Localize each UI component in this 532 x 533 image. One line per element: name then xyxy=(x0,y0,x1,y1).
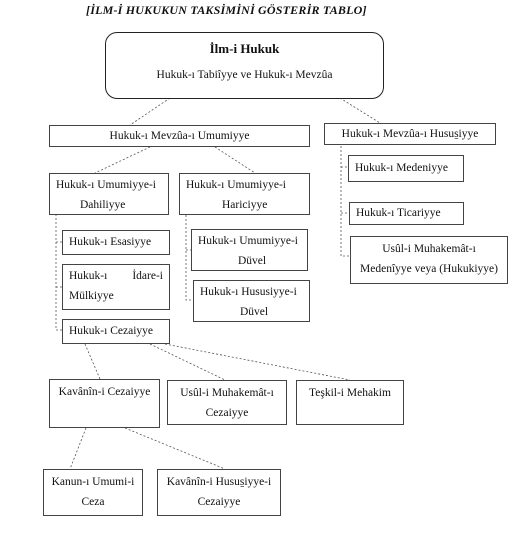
edge-umumiyye-hariciyye xyxy=(214,146,256,174)
node-label: Hukuk-ı Ticariyye xyxy=(356,207,441,219)
node-label-line1: Usûl-i Muhakemât-ı xyxy=(180,387,274,399)
node-esasiyye: Hukuk-ı Esasiyye xyxy=(62,230,170,255)
node-kanun-umumi-ceza: Kanun-ı Umumi-i Ceza xyxy=(43,469,143,516)
edge-kavanin-hususiyye xyxy=(124,427,226,470)
table-title: [İLM-İ HUKUKUN TAKSİMİNİ GÖSTERİR TABLO] xyxy=(86,3,367,17)
node-umumiyye-dahiliyye: Hukuk-ı Umumiyye-i Dahiliyye xyxy=(49,173,169,215)
node-label-line2: Düvel xyxy=(238,255,267,267)
edge-cezaiyye-usul xyxy=(149,343,226,381)
node-label: Hukuk-ı Cezaiyye xyxy=(69,325,153,337)
root-node-ilm-i-hukuk: İlm-i Hukuk Hukuk-ı Tabiîyye ve Hukuk-ı … xyxy=(105,32,384,99)
node-label-line2: Medenîyye veya (Hukukiyye) xyxy=(360,263,498,275)
node-label-line2: Cezaiyye xyxy=(205,407,249,419)
node-usul-medeniyye: Usûl-i Muhakemât-ı Medenîyye veya (Hukuk… xyxy=(350,236,508,284)
node-label-line1: Hukuk-ı İdare-i xyxy=(69,270,163,282)
edge-hariciyye-list xyxy=(185,215,193,301)
node-label-line1: Hukuk-ı Umumiyye-i xyxy=(198,235,298,247)
edge-dahiliyye-list xyxy=(55,214,63,331)
edge-cezaiyye-kavanin xyxy=(84,343,101,380)
node-label-line1: Usûl-i Muhakemât-ı xyxy=(382,243,476,255)
node-medeniyye: Hukuk-ı Medeniyye xyxy=(348,155,464,182)
node-label-line1: Kanun-ı Umumi-i xyxy=(51,476,135,488)
node-label: Kavânîn-i Cezaiyye xyxy=(58,386,151,398)
node-idare-mulkiyye: Hukuk-ı İdare-i Mülkiyye xyxy=(62,264,170,310)
node-mevzua-hususiyye: Hukuk-ı Mevzûa-ı Husus̱iyye xyxy=(324,123,496,145)
root-title: İlm-i Hukuk xyxy=(209,41,280,56)
node-label: Teşkil-i Mehakim xyxy=(309,387,391,399)
node-teskil-mehakim: Teşkil-i Mehakim xyxy=(296,380,404,425)
node-label: Hukuk-ı Medeniyye xyxy=(355,162,448,174)
node-umumiyye-hariciyye: Hukuk-ı Umumiyye-i Hariciyye xyxy=(179,173,310,215)
node-label-line1: Kavânîn-i Husus̱iyye-i xyxy=(166,476,272,488)
node-label-line2: Hariciyye xyxy=(222,199,268,211)
node-kavanin-hususiyye: Kavânîn-i Husus̱iyye-i Cezaiyye xyxy=(157,469,281,516)
node-umumiyye-duvel: Hukuk-ı Umumiyye-i Düvel xyxy=(191,229,308,271)
node-label-line1: Hukuk-ı Umumiyye-i xyxy=(56,179,156,191)
edge-root-hususiyye xyxy=(339,97,381,124)
edge-root-umumiyye xyxy=(129,97,171,126)
edge-hususiyye-list xyxy=(340,146,350,257)
node-mevzua-umumiyye: Hukuk-ı Mevzûa-ı Umumiyye xyxy=(49,125,310,147)
node-label-line2: Düvel xyxy=(240,306,269,318)
node-label: Hukuk-ı Mevzûa-ı Husus̱iyye xyxy=(341,128,479,140)
node-ticariyye: Hukuk-ı Ticariyye xyxy=(349,202,464,225)
node-usul-cezaiyye: Usûl-i Muhakemât-ı Cezaiyye xyxy=(167,380,287,425)
node-cezaiyye: Hukuk-ı Cezaiyye xyxy=(62,319,170,344)
node-label: Hukuk-ı Mevzûa-ı Umumiyye xyxy=(109,130,250,142)
node-label-line2: Cezaiyye xyxy=(197,496,241,508)
node-label-line2: Dahiliyye xyxy=(80,199,126,211)
node-hususiyye-duvel: Hukuk-ı Hususiyye-i Düvel xyxy=(193,280,310,322)
root-subtitle: Hukuk-ı Tabiîyye ve Hukuk-ı Mevzûa xyxy=(156,69,333,81)
node-label-line2: Mülkiyye xyxy=(69,290,114,302)
edge-umumiyye-dahiliyye xyxy=(94,146,151,174)
node-kavanin-cezaiyye: Kavânîn-i Cezaiyye xyxy=(49,379,160,428)
node-label-line1: Hukuk-ı Umumiyye-i xyxy=(186,179,286,191)
node-label: Hukuk-ı Esasiyye xyxy=(69,236,152,248)
node-label-line2: Ceza xyxy=(81,496,105,508)
edge-kavanin-kanun xyxy=(69,427,87,470)
node-label-line1: Hukuk-ı Hususiyye-i xyxy=(200,286,297,298)
edge-cezaiyye-teskil xyxy=(164,343,351,381)
